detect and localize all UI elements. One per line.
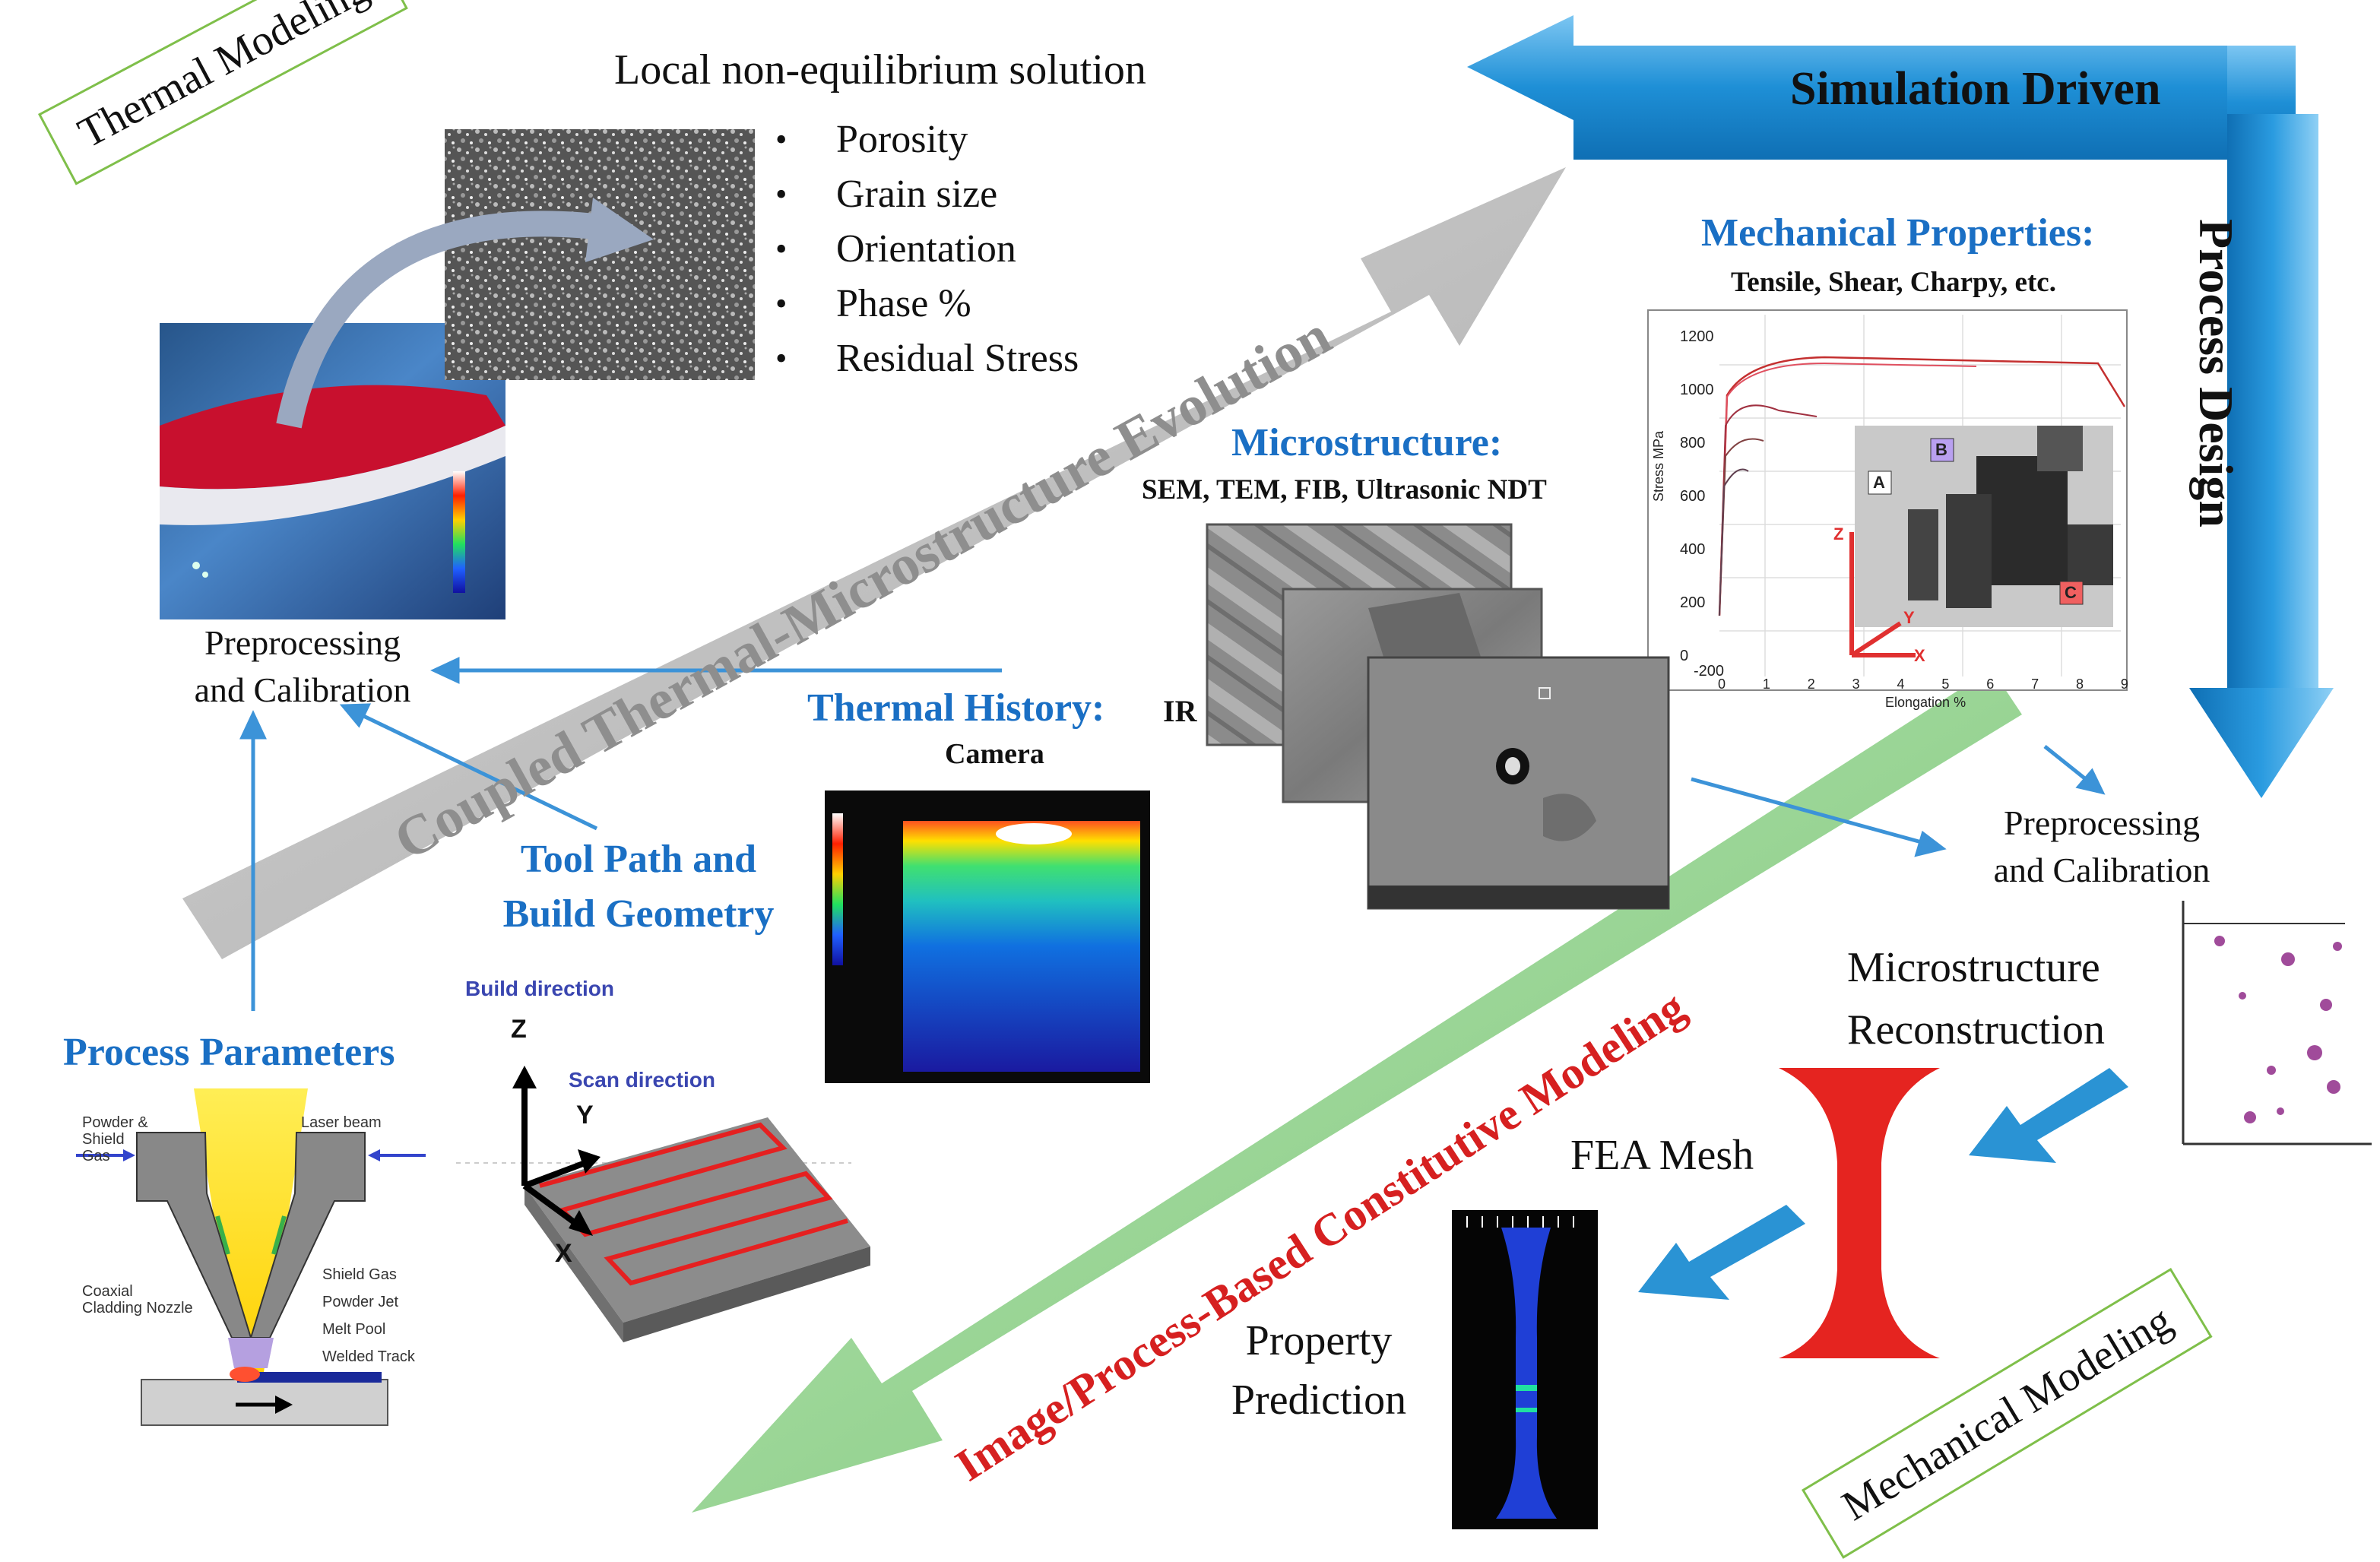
inset-axis-z: Z	[1833, 524, 1844, 543]
inset-label-a: A	[1873, 473, 1885, 492]
coupled-evolution-arrow	[182, 167, 1566, 959]
microstructure-title: Microstructure:	[1231, 421, 1503, 464]
tick-label: 1200	[1680, 328, 1714, 345]
fea-mesh-shape	[1779, 1068, 1940, 1358]
tick-label: 8	[2076, 676, 2084, 692]
property-prediction-line2: Prediction	[1231, 1377, 1407, 1424]
tick-label: 2	[1807, 676, 1815, 692]
tensile-xlabel: Elongation %	[1885, 695, 1966, 710]
tick-label: 0	[1680, 648, 1689, 664]
property-prediction-label: Property Prediction	[1212, 1311, 1425, 1430]
tick-label: 6	[1986, 676, 1995, 692]
list-item: Orientation	[766, 222, 1079, 277]
laser-beam-label: Laser beam	[301, 1114, 382, 1131]
tool-path-drawing	[456, 1066, 870, 1342]
fea-mesh-label: FEA Mesh	[1570, 1132, 1754, 1179]
mechanical-properties-subtitle: Tensile, Shear, Charpy, etc.	[1731, 267, 2056, 298]
mechanical-properties-title: Mechanical Properties:	[1701, 211, 2095, 255]
tensile-chart	[1647, 309, 2128, 691]
reconstruction-plot	[2182, 901, 2372, 1145]
microstructure-reconstruction-label: Microstructure Reconstruction	[1847, 936, 2105, 1061]
list-item: Grain size	[766, 167, 1079, 222]
tensile-y-ticks: 1200 1000 800 600 400 200 0	[1680, 310, 1714, 675]
curved-arrow	[276, 211, 610, 429]
laser-nozzle-drawing	[76, 1088, 426, 1426]
reconstruction-line2: Reconstruction	[1847, 1006, 2106, 1053]
inset-axis-x: X	[1914, 646, 1925, 665]
tensile-ylabel: Stress MPa	[1651, 430, 1666, 502]
tick-label: 400	[1680, 541, 1706, 558]
local-solution-list: Porosity Grain size Orientation Phase % …	[766, 112, 1079, 386]
tick-label: 9	[2120, 676, 2128, 692]
tick-label: 5	[1941, 676, 1950, 692]
tick-label: 600	[1680, 488, 1706, 505]
process-parameters-title: Process Parameters	[63, 1031, 395, 1074]
preprocessing-right-line2: and Calibration	[1993, 851, 2210, 889]
tick-label: 0	[1718, 676, 1726, 692]
thermal-history-sub-camera: Camera	[945, 738, 1044, 770]
build-direction-label: Build direction	[465, 977, 614, 1000]
tool-path-line2: Build Geometry	[502, 892, 775, 936]
powder-shield-gas-label: Powder & Shield Gas	[82, 1114, 148, 1164]
tick-label: 3	[1852, 676, 1860, 692]
tensile-y-tick-min: -200	[1694, 663, 1725, 680]
tick-label: 1	[1762, 676, 1770, 692]
axis-z-label: Z	[511, 1015, 527, 1044]
coaxial-nozzle-label: Coaxial Cladding Nozzle	[82, 1283, 193, 1316]
scan-direction-label: Scan direction	[569, 1068, 715, 1091]
list-item: Porosity	[766, 112, 1079, 167]
tick-label: 7	[2031, 676, 2039, 692]
ir-camera-image	[825, 791, 1150, 1083]
inset-axis-y: Y	[1903, 608, 1915, 627]
property-prediction-image	[1452, 1210, 1598, 1529]
workflow-arrows	[1638, 1068, 2128, 1300]
curved-arrow-head	[585, 198, 654, 262]
tensile-x-ticks: 0 1 2 3 4 5 6 7 8 9	[1718, 676, 2128, 692]
property-prediction-line1: Property	[1245, 1317, 1393, 1364]
tick-label: 800	[1680, 435, 1706, 451]
axis-x-label: X	[555, 1239, 572, 1268]
process-design-label: Process Design	[2189, 219, 2243, 528]
inset-label-c: C	[2065, 583, 2077, 602]
list-item: Phase %	[766, 277, 1079, 331]
tool-path-line1: Tool Path and	[520, 838, 757, 881]
powder-jet-label: Powder Jet	[322, 1294, 399, 1310]
preprocessing-right: Preprocessing and Calibration	[1976, 800, 2227, 894]
thermal-history-sub-ir: IR	[1163, 694, 1197, 728]
preprocessing-left-line2: and Calibration	[194, 670, 411, 709]
list-item: Residual Stress	[766, 331, 1079, 386]
flow-arrows	[239, 657, 2106, 1011]
tick-label: 1000	[1680, 382, 1714, 398]
shield-gas-label: Shield Gas	[322, 1266, 397, 1283]
tick-label: 4	[1897, 676, 1905, 692]
constitutive-modeling-arrow	[692, 669, 2022, 1513]
welded-track-label: Welded Track	[322, 1348, 415, 1365]
preprocessing-right-line1: Preprocessing	[2003, 803, 2201, 842]
simulation-driven-label: Simulation Driven	[1790, 63, 2161, 115]
inset-label-b: B	[1935, 440, 1947, 459]
axis-y-label: Y	[576, 1101, 594, 1130]
melt-pool-label: Melt Pool	[322, 1321, 386, 1338]
preprocessing-left-line1: Preprocessing	[204, 623, 401, 662]
reconstruction-line1: Microstructure	[1847, 944, 2100, 991]
simulation-driven-arrow	[1467, 15, 2334, 798]
preprocessing-left: Preprocessing and Calibration	[189, 619, 417, 714]
tick-label: 200	[1680, 594, 1706, 611]
tool-path-title: Tool Path and Build Geometry	[479, 832, 798, 942]
local-solution-title: Local non-equilibrium solution	[614, 46, 1146, 93]
thermal-history-title: Thermal History:	[807, 686, 1105, 730]
microstructure-subtitle: SEM, TEM, FIB, Ultrasonic NDT	[1142, 474, 1547, 505]
microstructure-images	[1206, 523, 1670, 910]
